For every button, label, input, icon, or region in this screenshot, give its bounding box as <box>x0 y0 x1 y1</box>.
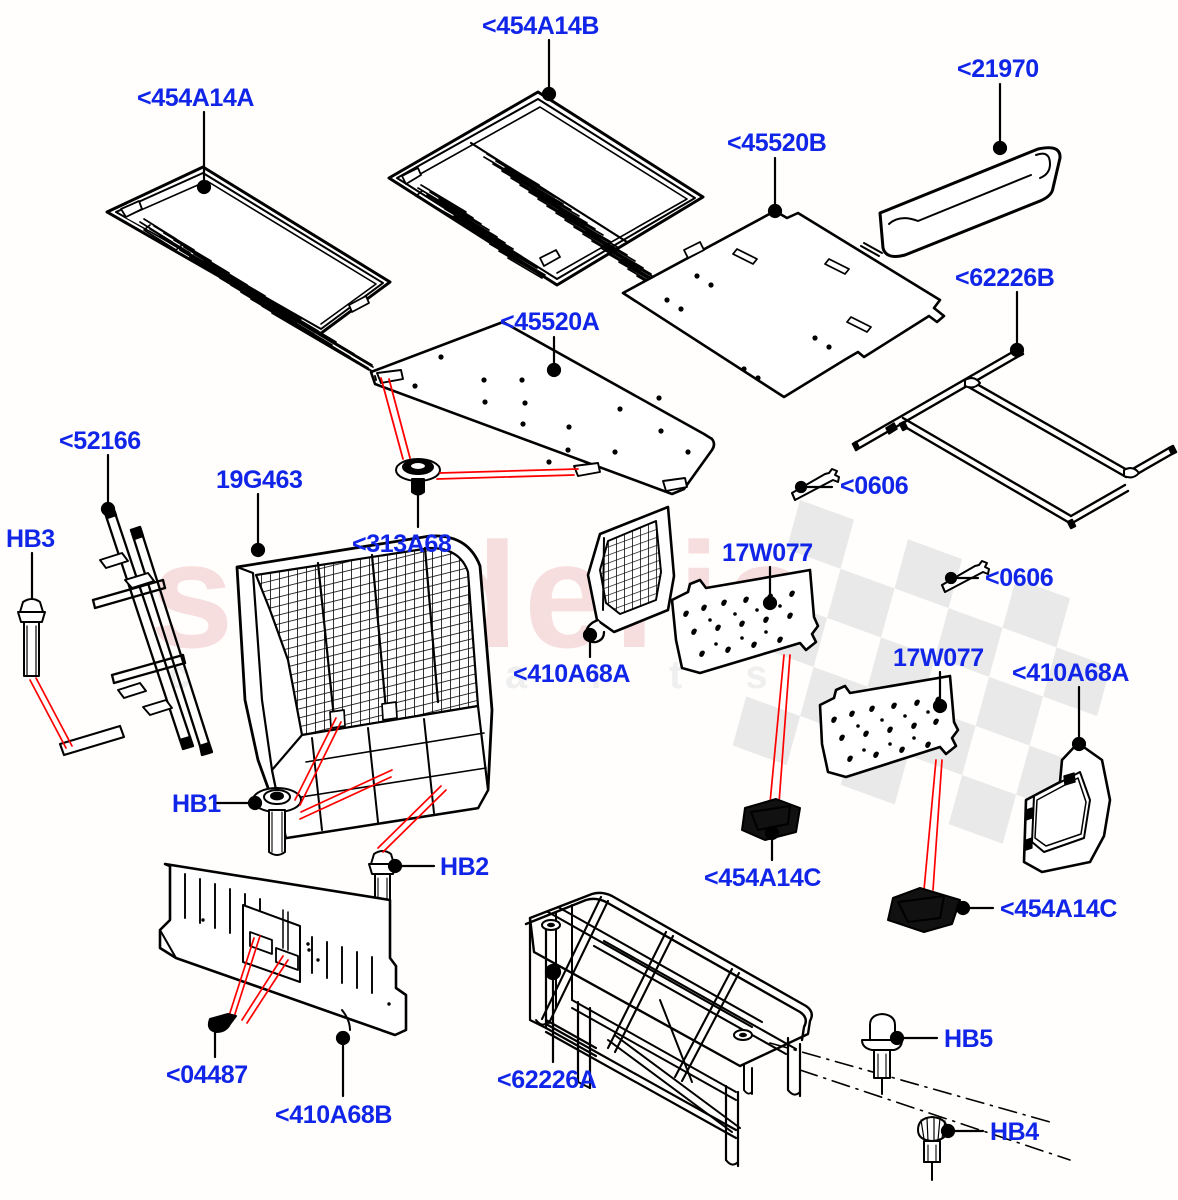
part-410A68A-quarter-trim-panel <box>1022 741 1112 874</box>
highlight-leader-HB1 <box>294 717 393 820</box>
highlight-leader-04487 <box>227 935 289 1024</box>
part-313A68-floor-retainer-clip <box>395 458 441 496</box>
leader-lines <box>30 38 1087 1139</box>
part-52166-access-ladder <box>58 505 214 757</box>
label-hb2[interactable]: HB2 <box>440 853 489 881</box>
alignment-dash-line <box>769 1042 1071 1161</box>
part-45520A-load-floor-panel-a <box>369 320 716 496</box>
label-21970[interactable]: <21970 <box>957 55 1039 83</box>
part-454A14B-load-floor-mat-front <box>387 90 705 297</box>
label-454a14c-right[interactable]: <454A14C <box>1000 895 1118 923</box>
part-04487-retaining-clip <box>207 1013 237 1033</box>
part-19G463-partition-grille <box>235 534 494 840</box>
label-410a68a-vent[interactable]: <410A68A <box>513 660 631 688</box>
label-313a68[interactable]: <313A68 <box>352 530 452 558</box>
label-62226b[interactable]: <62226B <box>955 264 1055 292</box>
part-454A14A-load-floor-mat-rear <box>105 165 392 372</box>
part-HB3-bolt <box>17 598 46 677</box>
label-454a14a[interactable]: <454A14A <box>137 84 255 112</box>
highlight-leader-HB2 <box>377 785 447 853</box>
label-45520b[interactable]: <45520B <box>727 129 827 157</box>
label-19g463[interactable]: 19G463 <box>216 466 303 494</box>
part-17W077-insulation-pad-right <box>818 674 960 779</box>
part-HB5-bolt-flanged <box>861 1013 903 1095</box>
label-454a14b[interactable]: <454A14B <box>482 12 600 40</box>
label-hb1[interactable]: HB1 <box>172 790 221 818</box>
label-62226a[interactable]: <62226A <box>497 1066 597 1094</box>
label-hb5[interactable]: HB5 <box>944 1025 993 1053</box>
highlight-leader-454A14C-left <box>769 654 791 804</box>
label-454a14c-left[interactable]: <454A14C <box>704 864 822 892</box>
part-17W077-insulation-pad-left <box>670 568 820 675</box>
label-410a68b[interactable]: <410A68B <box>275 1101 393 1129</box>
highlight-leader-313A68 <box>380 377 579 480</box>
part-21970-load-space-rail-cover <box>878 146 1062 258</box>
label-0606-upper[interactable]: <0606 <box>840 472 909 500</box>
part-62226A-load-space-frame <box>524 891 813 1168</box>
label-410a68a-quarter[interactable]: <410A68A <box>1012 659 1130 687</box>
label-hb3[interactable]: HB3 <box>6 525 55 553</box>
label-04487[interactable]: <04487 <box>166 1061 248 1089</box>
label-45520a[interactable]: <45520A <box>500 308 600 336</box>
highlight-leader-454A14C-right <box>923 759 943 891</box>
label-hb4[interactable]: HB4 <box>990 1118 1039 1146</box>
part-454A14C-step-mat-left <box>741 798 801 841</box>
part-HB4-screw <box>917 1116 948 1181</box>
part-410A68A-trim-panel-vent <box>584 505 676 644</box>
highlight-leader-HB3 <box>29 677 73 749</box>
label-17w077-right[interactable]: 17W077 <box>893 644 984 672</box>
label-52166[interactable]: <52166 <box>59 427 141 455</box>
part-45520B-load-floor-panel-b <box>621 209 946 399</box>
label-0606-lower[interactable]: <0606 <box>985 564 1054 592</box>
part-410A68B-rear-trim-panel <box>158 862 408 1037</box>
part-454A14C-step-mat-right <box>887 887 961 933</box>
part-62226B-load-space-frame-rail <box>851 346 1178 530</box>
label-17w077-left[interactable]: 17W077 <box>722 539 813 567</box>
